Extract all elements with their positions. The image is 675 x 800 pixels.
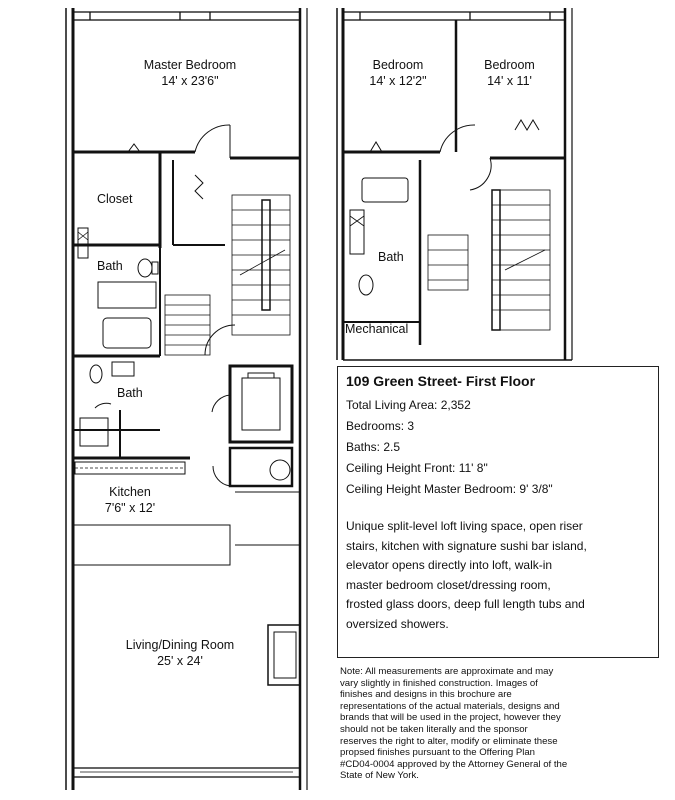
bedroom-a-name: Bedroom xyxy=(372,58,424,72)
spec-line: Bedrooms: 3 xyxy=(346,419,415,433)
master-bedroom-label: Master Bedroom 14' x 23'6" xyxy=(120,57,260,89)
desc-line: Unique split-level loft living space, op… xyxy=(346,519,583,533)
half-bath-label: Bath xyxy=(117,386,143,400)
mechanical-label: Mechanical xyxy=(345,322,409,336)
note-line: #CD04-0004 approved by the Attorney Gene… xyxy=(340,758,568,770)
desc-line: stairs, kitchen with signature sushi bar… xyxy=(346,538,587,553)
stair-upper xyxy=(427,189,551,331)
note-line: Note: All measurements are approximate a… xyxy=(340,666,554,677)
note-line: representations of the actual materials,… xyxy=(340,700,560,712)
stair-main xyxy=(231,194,291,336)
spec-line: Total Living Area: 2,352 xyxy=(346,398,471,412)
left-plan xyxy=(65,8,308,790)
note-line: propsed finishes pursuant to the Offerin… xyxy=(340,747,536,759)
spec-line: Baths: 2.5 xyxy=(346,440,401,454)
desc-line: master bedroom closet/dressing room, xyxy=(346,577,551,592)
bedroom-a-size: 14' x 12'2" xyxy=(369,74,427,88)
note-line: should not be taken literally and the sp… xyxy=(340,723,528,735)
note-line: State of New York. xyxy=(340,770,419,782)
elevator xyxy=(228,364,294,444)
bedroom-b-size: 14' x 11' xyxy=(487,74,532,88)
living-size: 25' x 24' xyxy=(157,654,203,668)
note-line: brands that will be used in the project,… xyxy=(340,712,561,724)
desc-line: oversized showers. xyxy=(346,616,449,631)
description: Unique split-level loft living space, op… xyxy=(346,517,650,634)
living-name: Living/Dining Room xyxy=(125,638,235,652)
note-line: vary slightly in finished construction. … xyxy=(340,677,538,689)
disclaimer-note: Note: All measurements are approximate a… xyxy=(340,666,662,782)
spec-line: Ceiling Height Master Bedroom: 9' 3/8" xyxy=(346,482,553,496)
bedroom-b-label: Bedroom 14' x 11' xyxy=(462,57,557,89)
master-bath-label: Bath xyxy=(97,259,123,273)
info-box: 109 Green Street- First Floor Total Livi… xyxy=(337,366,659,658)
kitchen-size: 7'6" x 12' xyxy=(104,501,156,515)
stair-lower xyxy=(164,294,211,356)
spec-line: Ceiling Height Front: 11' 8" xyxy=(346,461,488,475)
top-window-wall xyxy=(72,11,301,21)
closet-label: Closet xyxy=(97,192,133,206)
upper-bath-label: Bath xyxy=(378,250,404,264)
master-bedroom-size: 14' x 23'6" xyxy=(161,74,219,88)
note-line: finishes and designs in this brochure ar… xyxy=(340,689,512,701)
right-plan xyxy=(336,8,573,361)
desc-line: frosted glass doors, deep full length tu… xyxy=(346,597,585,611)
kitchen-label: Kitchen 7'6" x 12' xyxy=(80,484,180,516)
master-bedroom-name: Master Bedroom xyxy=(143,58,237,72)
living-label: Living/Dining Room 25' x 24' xyxy=(110,637,250,669)
desc-line: elevator opens directly into loft, walk-… xyxy=(346,558,553,572)
bedroom-b-name: Bedroom xyxy=(484,58,535,72)
kitchen-name: Kitchen xyxy=(109,485,151,499)
info-title: 109 Green Street- First Floor xyxy=(346,373,536,389)
bedroom-a-label: Bedroom 14' x 12'2" xyxy=(348,57,448,89)
note-line: reserves the right to alter, modify or e… xyxy=(340,735,558,747)
bottom-window-wall xyxy=(72,767,301,778)
